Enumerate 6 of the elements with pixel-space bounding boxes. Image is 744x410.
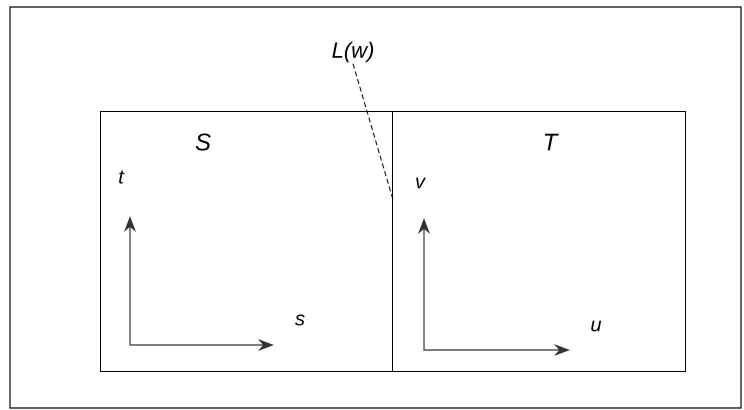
leader-line [352,63,394,200]
axis-label: t [119,170,124,184]
axis-label: s [295,314,305,326]
axis-label: u [591,320,602,332]
leader-text: L(w) [332,42,374,62]
axis-label: v [416,178,426,188]
